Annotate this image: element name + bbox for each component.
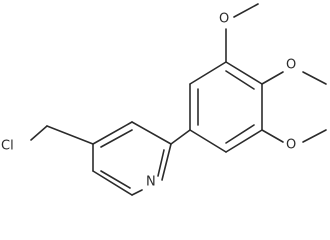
pyridine-double-bond-c4-c3 [100, 129, 133, 148]
phenyl-bond-5 [225, 129, 263, 153]
chemical-structure: Cl N O O O [1, 3, 327, 196]
oxygen-label-bottom: O [286, 138, 296, 153]
oxygen-label-top: O [219, 12, 229, 27]
phenyl-bond-3 [225, 61, 263, 85]
pyridine-bond-c4-c3 [92, 121, 133, 145]
pyridine-double-bond-c2-n [157, 149, 165, 177]
pyridine-bond-n-c6 [131, 189, 143, 196]
methoxy-bottom-bond-ring-o [261, 129, 284, 143]
bond-cl-ch2 [30, 125, 48, 141]
methoxy-middle-bond-ring-o [261, 71, 284, 85]
methoxy-top-bond-o-me [233, 3, 259, 18]
methoxy-middle-bond-o-me [302, 71, 327, 85]
phenyl-bond-6 [189, 129, 227, 153]
phenyl-double-bond-2 [225, 70, 255, 90]
bond-ch2-c4 [46, 125, 94, 145]
phenyl-double-bond-3 [225, 124, 255, 144]
biaryl-bond [170, 129, 191, 145]
pyridine-double-bond-c6-c5 [100, 170, 131, 189]
nitrogen-label: N [146, 175, 156, 190]
pyridine-bond-c6-c5 [92, 170, 133, 196]
phenyl-bond-2 [189, 61, 227, 85]
oxygen-label-middle: O [286, 58, 296, 73]
chlorine-label: Cl [1, 139, 14, 154]
pyridine-bond-c2-n [161, 143, 172, 181]
methoxy-bottom-bond-o-me [302, 129, 327, 143]
pyridine-bond-c3-c2 [131, 121, 172, 145]
